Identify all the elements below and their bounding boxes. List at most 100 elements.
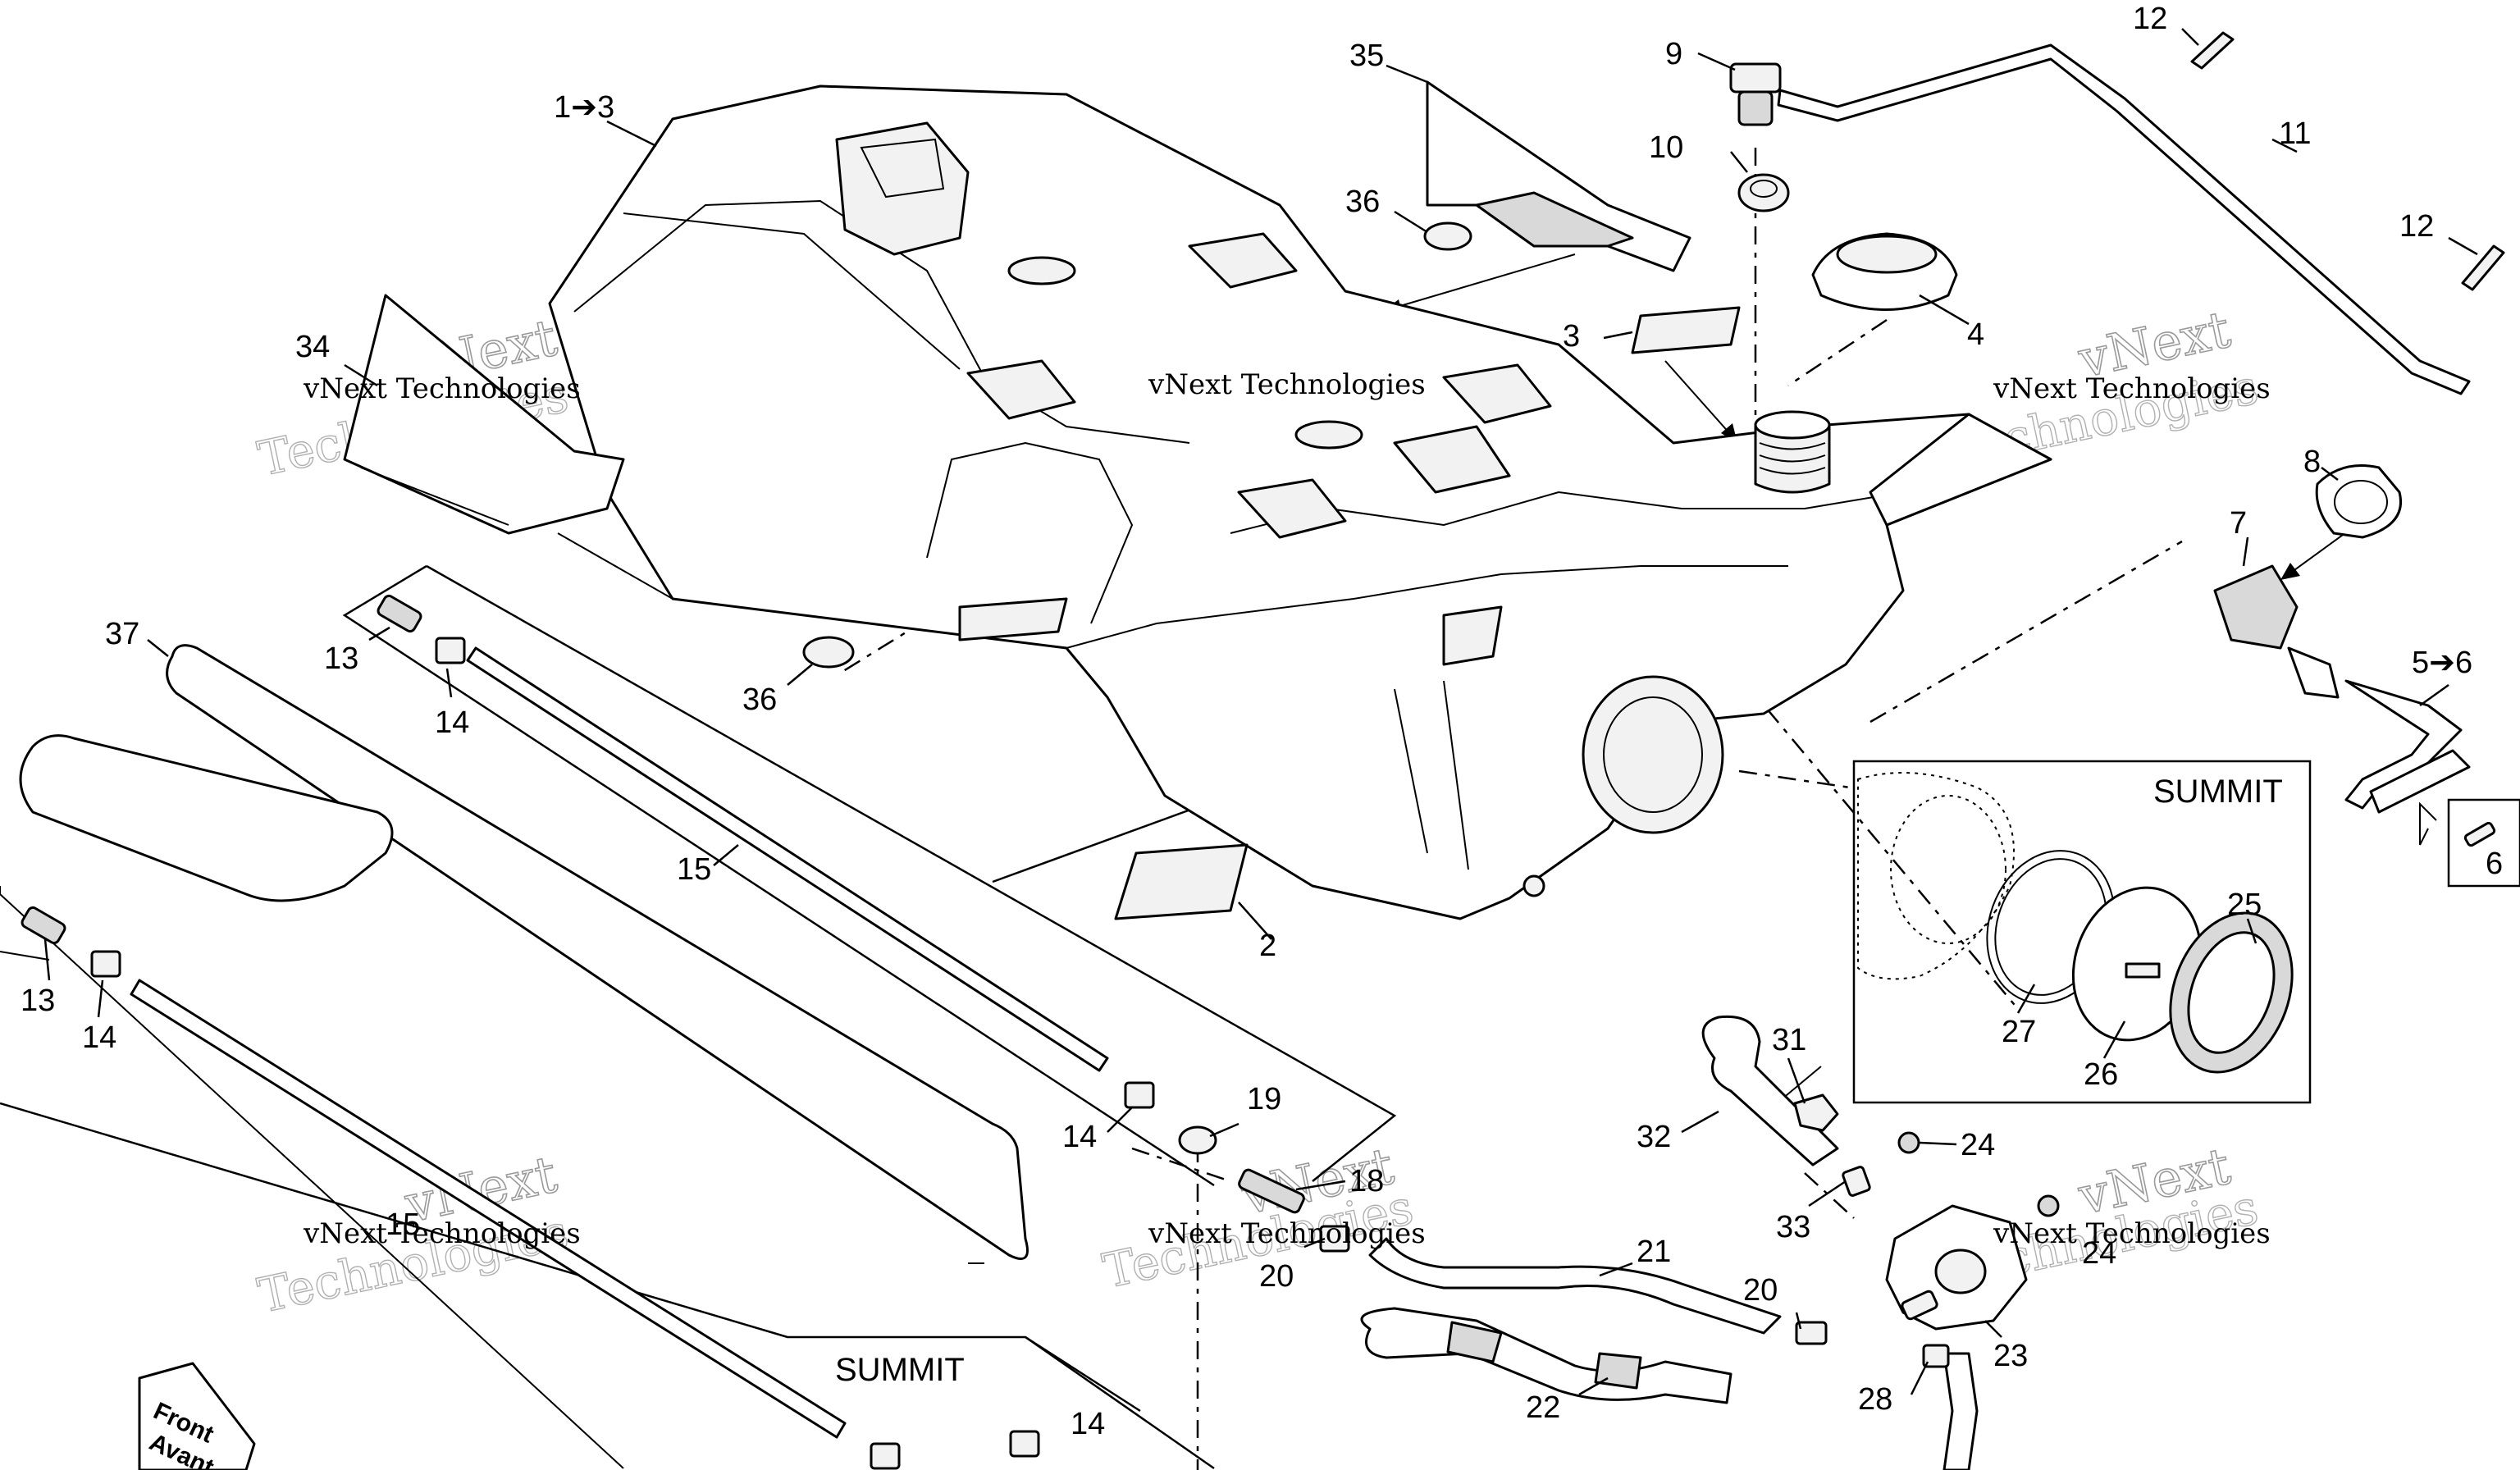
callout-20-left: 20 [1259, 1259, 1294, 1294]
tank-ridge [1394, 680, 1469, 870]
clamp-14 [870, 1442, 901, 1470]
callout-26: 26 [2084, 1057, 2118, 1092]
tank-mount-tab [1442, 363, 1552, 424]
pad-3 [1631, 306, 1741, 354]
leader [1578, 1376, 1609, 1396]
leader [1697, 52, 1736, 71]
part-37-pads [0, 644, 1029, 1469]
leader [1795, 1312, 1802, 1330]
fuel-cap-4-top [1836, 235, 1938, 274]
clamp-14 [1124, 1081, 1155, 1109]
leader [445, 668, 453, 698]
tank-mount-tab [1393, 425, 1511, 494]
fuel-line-lower [130, 979, 847, 1439]
callout-8: 8 [2303, 445, 2321, 479]
callout-4: 4 [1967, 317, 1984, 352]
leader [2102, 1020, 2126, 1059]
watermark-middle-text: vNext Technologies [1993, 1217, 2271, 1250]
summit-labels: SUMMIT SUMMIT [835, 774, 2283, 1388]
clamp-14 [435, 637, 466, 664]
fuel-pump-assembly [1360, 1015, 2060, 1470]
elbow-18 [1238, 1168, 1305, 1214]
sender-5-6 [2344, 679, 2463, 810]
leader [1107, 1107, 1133, 1133]
vent-valve-9 [1729, 62, 1782, 94]
pad-upper [166, 644, 1029, 1260]
tank-gauge-housing [835, 121, 970, 256]
assembly-arrow [2419, 801, 2437, 845]
leader [1209, 1122, 1239, 1138]
callout-11: 11 [2279, 116, 2311, 151]
assembly-axis [1869, 540, 2183, 724]
leader [1787, 1057, 1806, 1104]
hose-22-sleeve [1594, 1352, 1642, 1390]
callout-24-lower: 24 [2082, 1236, 2116, 1271]
callout-3: 3 [1563, 319, 1580, 354]
callout-13-lower: 13 [21, 984, 55, 1018]
callout-2: 2 [1259, 929, 1276, 963]
leader [1303, 1237, 1326, 1249]
tank-ridge [1066, 565, 1788, 649]
leader [2246, 918, 2258, 944]
leader [2016, 984, 2036, 1014]
callout-32: 32 [1637, 1120, 1671, 1154]
clip-12-top [2190, 31, 2235, 70]
callout-33: 33 [1776, 1210, 1810, 1244]
grommet-10-hole [1750, 180, 1778, 198]
leader [787, 664, 813, 686]
leader [97, 979, 104, 1018]
retainer-7 [2213, 564, 2299, 650]
fuse-6 [2463, 821, 2496, 847]
heat-shield-base [1475, 191, 1634, 248]
callout-12-top: 12 [2133, 2, 2167, 36]
vent-assembly [1729, 31, 2505, 395]
part-6-frame [2447, 798, 2520, 888]
callout-36-top: 36 [1345, 185, 1380, 219]
callout-5-6: 5➔6 [2412, 646, 2472, 680]
watermark-group-2: vNext Technologies vNext Technologies vN… [303, 368, 2271, 1250]
leader [43, 938, 51, 981]
leader [713, 844, 739, 866]
clamp-14 [90, 950, 121, 978]
nut-24 [2037, 1194, 2060, 1217]
leader [368, 626, 390, 641]
leader [1919, 1141, 1957, 1146]
callout-27: 27 [2002, 1015, 2036, 1049]
callout-12-right: 12 [2399, 209, 2434, 244]
callout-37: 37 [105, 617, 139, 651]
assembly-arrow [1664, 360, 1732, 436]
callout-1-3: 1➔3 [554, 90, 614, 125]
clamp-20 [1795, 1321, 1828, 1345]
clamp-28 [1922, 1344, 1950, 1368]
fuel-line-15 [130, 646, 1109, 1439]
callout-14-bottom: 14 [1071, 1407, 1105, 1441]
leader [1910, 1361, 1929, 1395]
grommet-10 [1737, 173, 1790, 212]
tank-bottom-bracket [958, 597, 1068, 641]
assembly-axis [1738, 769, 1851, 789]
summit-tank-opening [1890, 795, 2006, 944]
front-direction-sign: Front Avant [138, 1362, 256, 1470]
watermark-middle-text: vNext Technologies [303, 1217, 581, 1250]
callout-35: 35 [1349, 39, 1384, 73]
seal-8 [2315, 464, 2402, 539]
leader [606, 120, 657, 148]
tank-mount-tab [1188, 232, 1298, 289]
pad-edge-line [0, 886, 624, 1469]
side-panel-edge [360, 467, 509, 526]
watermark-middle-text: vNext Technologies [303, 372, 581, 405]
tank-pump-opening-inner [1603, 696, 1703, 813]
callout-9: 9 [1665, 37, 1682, 71]
leader [1599, 1262, 1633, 1277]
callout-21: 21 [1637, 1235, 1671, 1269]
fuel-tank [548, 84, 2052, 920]
callout-25: 25 [2227, 888, 2262, 922]
callout-22: 22 [1526, 1390, 1560, 1425]
plate-26-tab [2125, 962, 2161, 979]
summit-detail-box [1852, 760, 2312, 1104]
vent-hose-11 [1777, 43, 2471, 395]
assembly-axis [1640, 557, 2019, 1010]
callout-13-upper: 13 [324, 641, 358, 676]
leader [1808, 1180, 1847, 1208]
